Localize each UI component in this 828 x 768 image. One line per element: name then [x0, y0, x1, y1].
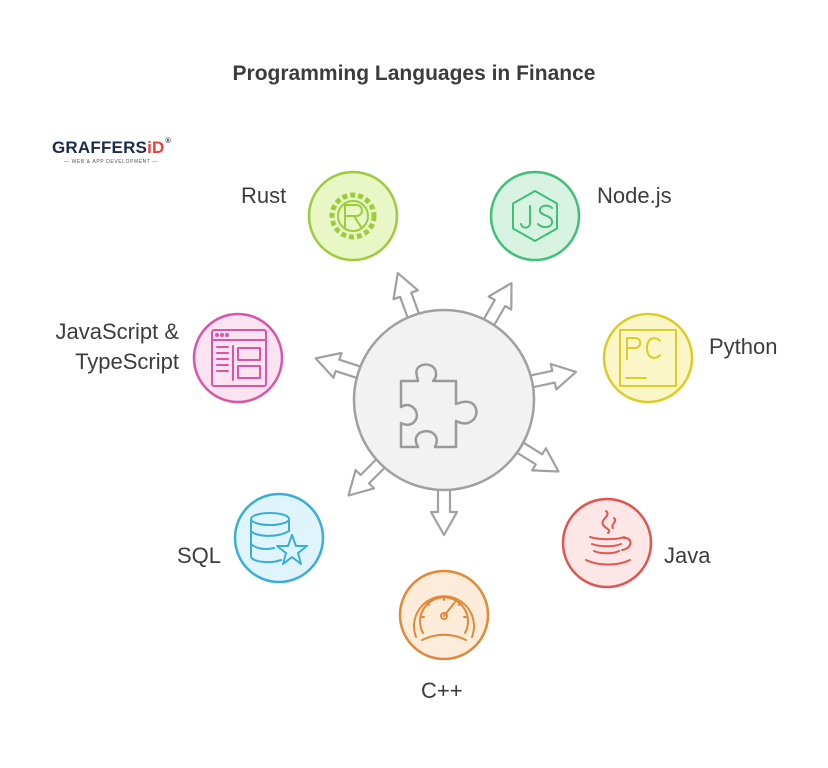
- browser-window-layout-icon: [211, 329, 267, 387]
- label-java: Java: [664, 543, 711, 568]
- rust-gear-r-icon: [329, 192, 377, 240]
- label-js-ts-line2: TypeScript: [75, 349, 179, 374]
- logo-wordmark: GRAFFERSiD®: [52, 138, 171, 158]
- node-cpp[interactable]: [398, 569, 490, 661]
- label-rust: Rust: [241, 183, 287, 208]
- logo-brand-suffix: iD: [147, 138, 165, 157]
- company-logo: GRAFFERSiD® — WEB & APP DEVELOPMENT —: [52, 138, 182, 172]
- node-sql[interactable]: [233, 492, 325, 584]
- speedometer-gauge-icon: [413, 595, 475, 641]
- node-js-ts[interactable]: [192, 312, 284, 404]
- label-js-ts-line1: JavaScript &: [55, 319, 180, 344]
- logo-registered-mark: ®: [165, 138, 171, 145]
- puzzle-piece-icon: [399, 363, 478, 449]
- logo-brand-prefix: GRAFFERS: [52, 138, 148, 157]
- node-python[interactable]: [602, 312, 694, 404]
- label-cpp: C++: [421, 678, 463, 703]
- java-coffee-cup-icon: [585, 510, 632, 566]
- page-title: Programming Languages in Finance: [232, 62, 596, 85]
- logo-tagline: — WEB & APP DEVELOPMENT —: [64, 159, 159, 165]
- arrow-to-cpp: [429, 482, 459, 537]
- node-rust[interactable]: [307, 170, 399, 262]
- pycharm-pc-icon: [619, 329, 677, 387]
- node-java[interactable]: [561, 497, 653, 589]
- label-nodejs: Node.js: [597, 183, 672, 208]
- label-python: Python: [709, 334, 778, 359]
- label-sql: SQL: [177, 543, 222, 568]
- node-nodejs[interactable]: [489, 170, 581, 262]
- central-hub: [352, 308, 536, 492]
- nodejs-hexagon-js-icon: [512, 190, 558, 242]
- label-js-ts: JavaScript & TypeScript: [20, 317, 180, 377]
- database-star-icon: [250, 512, 308, 565]
